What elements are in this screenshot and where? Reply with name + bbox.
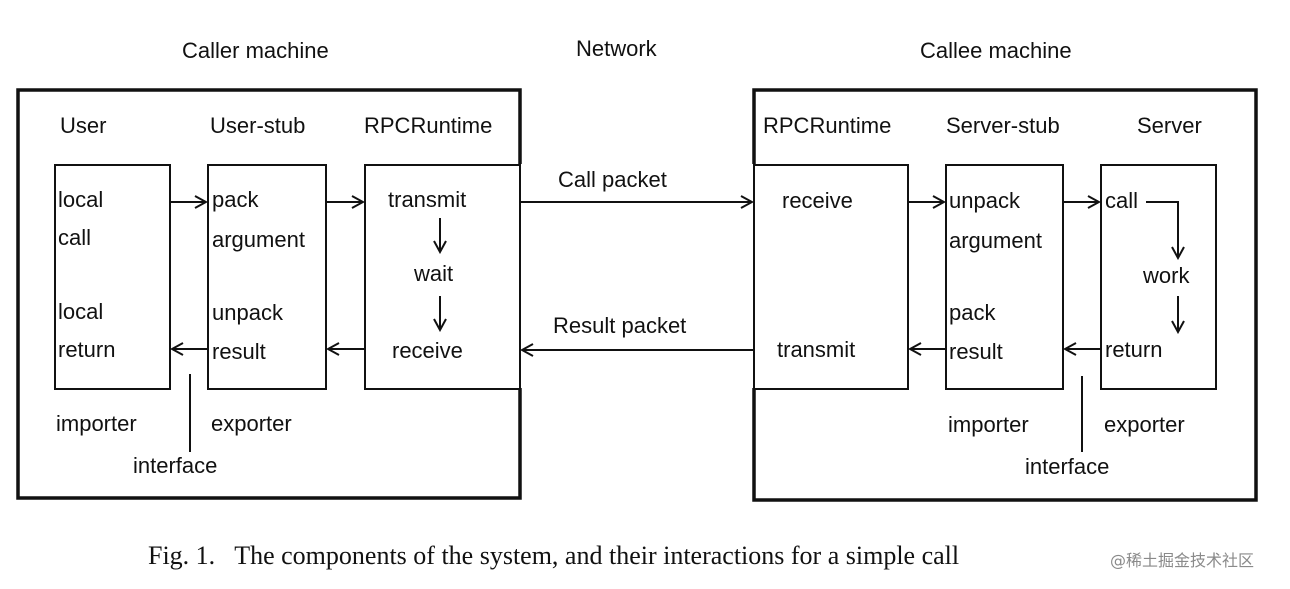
caller-exporter-label: exporter: [211, 411, 292, 436]
call-packet-label: Call packet: [558, 167, 667, 192]
callee-transmit-text: transmit: [777, 337, 855, 362]
caller-rpcruntime-label: RPCRuntime: [364, 113, 492, 138]
server-stub-unpack-text: unpack: [949, 188, 1021, 213]
callee-machine-header: Callee machine: [920, 38, 1072, 63]
caller-receive-text: receive: [392, 338, 463, 363]
network-header: Network: [576, 36, 658, 61]
watermark-text: @稀土掘金技术社区: [1110, 551, 1254, 570]
user-box: [54, 164, 171, 390]
stub-pack-text: pack: [212, 187, 259, 212]
server-stub-box: [945, 164, 1064, 390]
user-stub-label: User-stub: [210, 113, 305, 138]
user-label: User: [60, 113, 106, 138]
server-stub-result-text: result: [949, 339, 1003, 364]
callee-importer-label: importer: [948, 412, 1029, 437]
server-stub-argument-text: argument: [949, 228, 1042, 253]
call-to-work-arrow: [1146, 201, 1178, 258]
server-box: [1100, 164, 1217, 390]
callee-rpcruntime-label: RPCRuntime: [763, 113, 891, 138]
user-return-text: return: [58, 337, 115, 362]
server-stub-label: Server-stub: [946, 113, 1060, 138]
callee-rpcruntime-box: [753, 164, 909, 390]
callee-machine-box: [752, 88, 1258, 502]
user-local-return-text: local: [58, 299, 103, 324]
stub-result-text: result: [212, 339, 266, 364]
user-stub-box: [207, 164, 327, 390]
figure-caption: Fig. 1. The components of the system, an…: [148, 541, 959, 570]
stub-argument-text: argument: [212, 227, 305, 252]
callee-receive-text: receive: [782, 188, 853, 213]
server-stub-pack-text: pack: [949, 300, 996, 325]
server-return-text: return: [1105, 337, 1162, 362]
callee-exporter-label: exporter: [1104, 412, 1185, 437]
stub-unpack-text: unpack: [212, 300, 284, 325]
result-packet-label: Result packet: [553, 313, 686, 338]
server-call-text: call: [1105, 188, 1138, 213]
caller-interface-label: interface: [133, 453, 217, 478]
server-label: Server: [1137, 113, 1202, 138]
caller-wait-text: wait: [413, 261, 453, 286]
callee-interface-label: interface: [1025, 454, 1109, 479]
caller-rpcruntime-box: [364, 164, 521, 390]
caller-machine-header: Caller machine: [182, 38, 329, 63]
user-local-text: local: [58, 187, 103, 212]
caller-transmit-text: transmit: [388, 187, 466, 212]
caller-machine-box: [16, 88, 522, 500]
user-call-text: call: [58, 225, 91, 250]
caller-importer-label: importer: [56, 411, 137, 436]
server-work-text: work: [1142, 263, 1190, 288]
